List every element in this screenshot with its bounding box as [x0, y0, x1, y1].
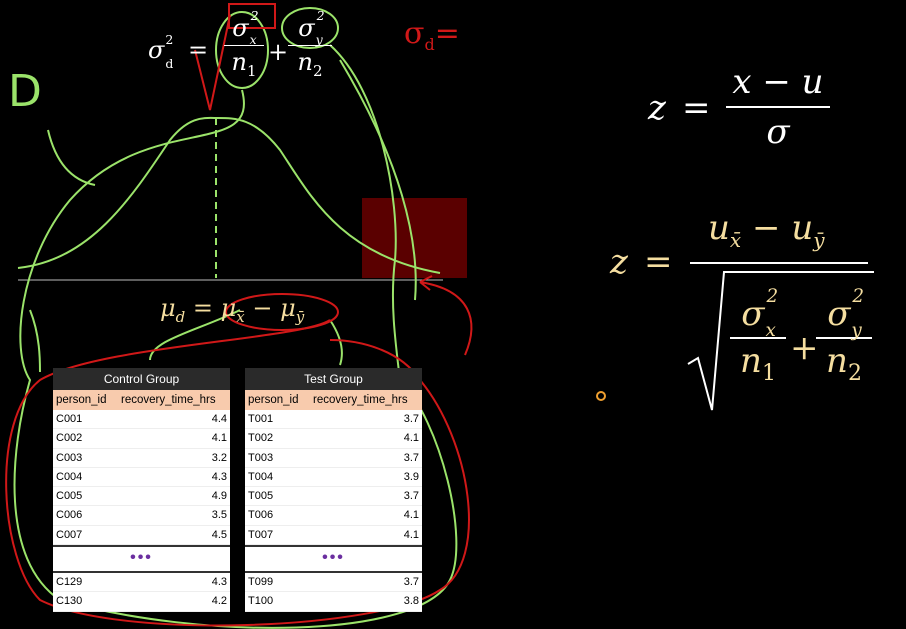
red-arrow [419, 275, 473, 356]
handwritten-sigma-d: σd= [404, 16, 460, 54]
red-circle-mu [225, 293, 339, 331]
z2-eq: = [644, 242, 673, 282]
handwritten-sigma: σ [404, 16, 425, 51]
formula-mu-d: μd = μx̄ − μȳ [160, 294, 305, 326]
handwritten-sigma-sub: d [424, 35, 435, 54]
green-loop-left [13, 89, 458, 629]
z2-numerator: ux̄ − uȳ [708, 208, 825, 252]
z2-sqrt-sign [687, 271, 874, 411]
red-loop-tables [5, 319, 470, 627]
z2-fraction-bar [690, 262, 868, 264]
sigma-d-plus: + [268, 38, 289, 66]
column-header: recovery_time_hrs [121, 394, 216, 406]
z2-lhs: z [610, 242, 628, 282]
pointer-dot [596, 391, 606, 401]
circle-sigma-y [281, 7, 339, 49]
z1-numerator: x − u [732, 62, 824, 102]
bell-curve [17, 116, 441, 274]
table-title: Test Group [245, 368, 422, 390]
z1-denominator: σ [766, 112, 790, 152]
handwritten-d: D [8, 66, 42, 117]
green-line-to-table [339, 59, 417, 301]
red-check [194, 14, 231, 111]
column-header: person_id [56, 394, 107, 406]
sigma-d-eq: = [188, 36, 209, 64]
circle-sigma-x [215, 11, 269, 89]
ellipsis-row: ••• [245, 545, 422, 574]
z1-eq: = [682, 88, 711, 128]
z1-lhs: z [648, 88, 666, 128]
green-arrow-left [47, 129, 96, 186]
handwritten-sigma-tail: = [434, 16, 460, 51]
test-group-table: Test Group person_id recovery_time_hrs T… [245, 368, 422, 612]
table-header: person_id recovery_time_hrs [53, 390, 230, 410]
table-title: Control Group [53, 368, 230, 390]
column-header: recovery_time_hrs [313, 394, 408, 406]
z1-fraction: x − u σ [726, 62, 830, 152]
column-header: person_id [248, 394, 299, 406]
control-group-table: Control Group person_id recovery_time_hr… [53, 368, 230, 612]
z2-plus: + [790, 328, 819, 368]
formula-z-basic: z = x − u σ [648, 62, 848, 162]
green-loop-right [329, 44, 401, 381]
table-header: person_id recovery_time_hrs [245, 390, 422, 410]
ellipsis-row: ••• [53, 545, 230, 574]
